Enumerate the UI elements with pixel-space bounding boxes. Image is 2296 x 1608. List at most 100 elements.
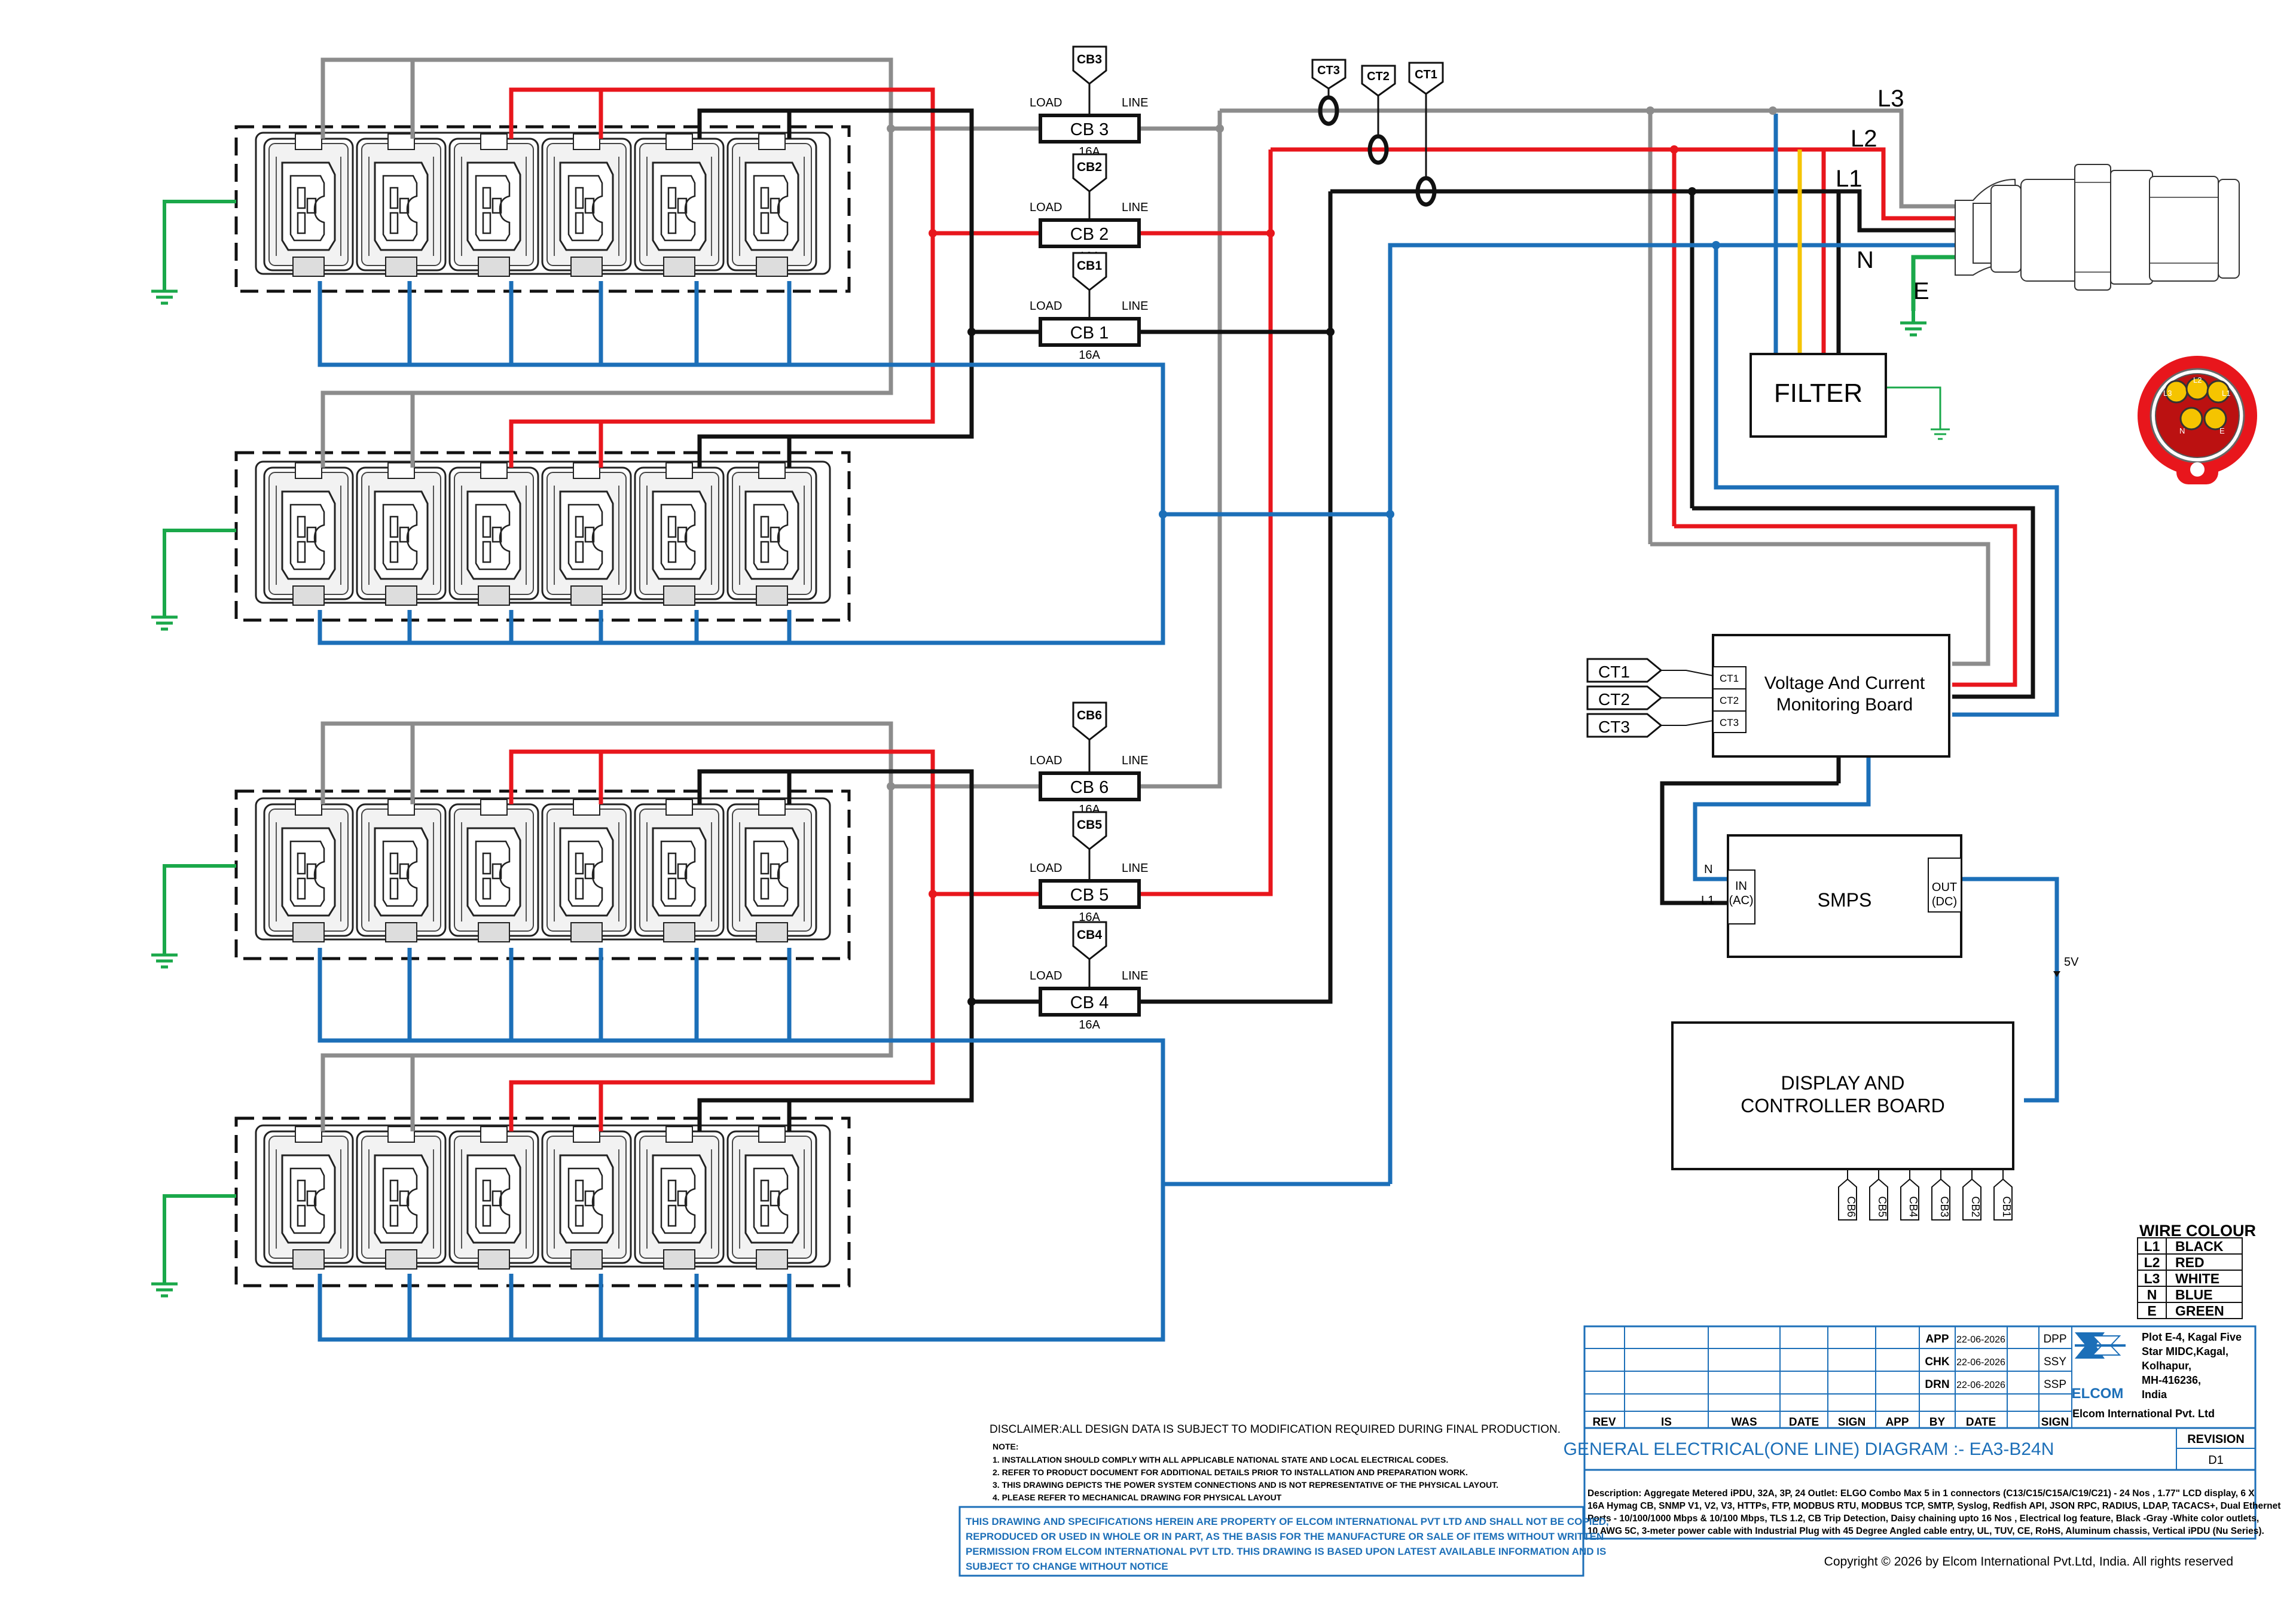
earth-icon [1929,417,1951,440]
cb-trip-label: CB3 [1938,1196,1950,1217]
filter-label: FILTER [1774,379,1863,408]
breaker-rating: 16A [1079,911,1100,924]
legend-code: N [2147,1287,2157,1302]
breaker-rating: 16A [1079,349,1100,362]
outlet [726,798,817,943]
monitor-pin: CT3 [1720,717,1739,728]
outlet [356,133,447,277]
legend-colour: RED [2175,1255,2205,1270]
smps-in-label: IN [1735,880,1747,893]
breaker-label: CB 6 [1070,778,1109,797]
description-line: Description: Aggregate Metered iPDU, 32A… [1587,1488,2255,1499]
breaker-line-label: LINE [1122,969,1148,983]
approval-date: 22-06-2026 [1956,1380,2005,1390]
address-line: MH-416236, [2142,1374,2201,1386]
smps-block: IN (AC) OUT (DC) SMPS N L1 5V [1701,834,2079,977]
cb-trip-label: CB4 [1907,1196,1919,1217]
breaker-tag-icon [1072,921,1107,960]
approval-initials: SSY [2044,1356,2066,1368]
outlet-bank-4 [234,1116,851,1287]
outlet [263,462,354,606]
outlet [634,133,725,277]
junction-dots [887,106,1777,1006]
breaker-tag-icon [1072,45,1107,85]
approval-date: 22-06-2026 [1956,1335,2005,1345]
breaker-line-label: LINE [1122,300,1148,313]
breaker-tag-icon [1072,252,1107,291]
property-notice-line: PERMISSION FROM ELCOM INTERNATIONAL PVT … [966,1546,1606,1557]
ct-label: CT3 [1317,64,1340,77]
address-line: Star MIDC,Kagal, [2142,1345,2228,1357]
earth-icon [1900,310,1926,335]
plug-pin-label: L2 [2193,376,2202,385]
smps-in-sub: (AC) [1729,894,1753,907]
phase-label-n: N [1857,247,1874,273]
description-line: 16A Hymag CB, SNMP V1, V2, V3, HTTPs, FT… [1587,1501,2280,1511]
cb-trip-tag: CB1 [1993,1169,2013,1221]
breaker-tag: CB5 [1077,818,1102,832]
ct-label: CT1 [1415,68,1437,81]
breaker-line-label: LINE [1122,754,1148,767]
copyright: Copyright © 2026 by Elcom International … [1824,1555,2233,1569]
ct-input-label: CT3 [1598,718,1630,736]
approval-initials: SSP [2044,1378,2066,1391]
breaker-load-label: LOAD [1030,969,1062,983]
cb-trip-label: CB5 [1876,1196,1888,1217]
rev-header: SIGN [1838,1416,1866,1429]
breaker-line-label: LINE [1122,862,1148,875]
outlet [634,1125,725,1270]
outlet [263,133,354,277]
property-notice-line: SUBJECT TO CHANGE WITHOUT NOTICE [966,1561,1168,1572]
rev-header: DATE [1966,1416,1996,1429]
plug-pin-label: L1 [2222,389,2230,398]
breaker-load-label: LOAD [1030,862,1062,875]
plug-face-icon: L3 L2 L1 N E [2138,356,2257,484]
rev-header: DATE [1789,1416,1819,1429]
rev-header: IS [1661,1416,1672,1429]
bank-earth-wires [163,200,236,1271]
property-notice: THIS DRAWING AND SPECIFICATIONS HEREIN A… [966,1516,1609,1572]
rev-header: REV [1592,1416,1616,1429]
notes: NOTE:1. INSTALLATION SHOULD COMPLY WITH … [993,1442,1498,1502]
note-item: 1. INSTALLATION SHOULD COMPLY WITH ALL A… [993,1455,1448,1464]
ct-input-label: CT2 [1598,690,1630,709]
monitor-pin: CT1 [1720,673,1739,684]
ct-input-tags [1586,658,1663,738]
company-name: Elcom International Pvt. Ltd [2072,1408,2215,1420]
filter-block: FILTER [1750,353,1887,438]
ct-input-leads [1661,670,1714,726]
property-notice-box [958,1506,1584,1577]
monitor-board-title-1: Voltage And Current [1764,673,1925,693]
cb-trip-label: CB1 [2001,1196,2013,1217]
smps-out-sub: (DC) [1932,895,1957,908]
outlet [726,1125,817,1270]
approval-role: DRN [1925,1378,1949,1391]
breaker-tag: CB2 [1077,160,1102,174]
approval-role: CHK [1925,1356,1949,1368]
address-line: Plot E-4, Kagal Five [2142,1331,2242,1343]
monitor-pin: CT2 [1720,695,1739,706]
cb-trip-tag: CB4 [1900,1169,1919,1221]
drawing-title: GENERAL ELECTRICAL(ONE LINE) DIAGRAM :- … [1564,1439,2054,1459]
logo-text: ELCOM [2072,1386,2124,1402]
outlet [356,798,447,943]
smps-out-label: OUT [1932,881,1957,894]
smps-l1-label: L1 [1701,894,1714,907]
outlet [541,133,632,277]
rev-header: WAS [1731,1416,1757,1429]
legend-colour: BLACK [2175,1238,2224,1254]
breaker-load-label: LOAD [1030,300,1062,313]
cb-trip-label: CB2 [1970,1196,1981,1217]
cb-trip-tag: CB3 [1931,1169,1950,1221]
property-notice-line: REPRODUCED OR USED IN WHOLE OR IN PART, … [966,1531,1604,1542]
approval-initials: DPP [2043,1333,2066,1345]
display-board-title-1: DISPLAY AND [1781,1072,1905,1094]
legend-code: L1 [2144,1238,2160,1254]
